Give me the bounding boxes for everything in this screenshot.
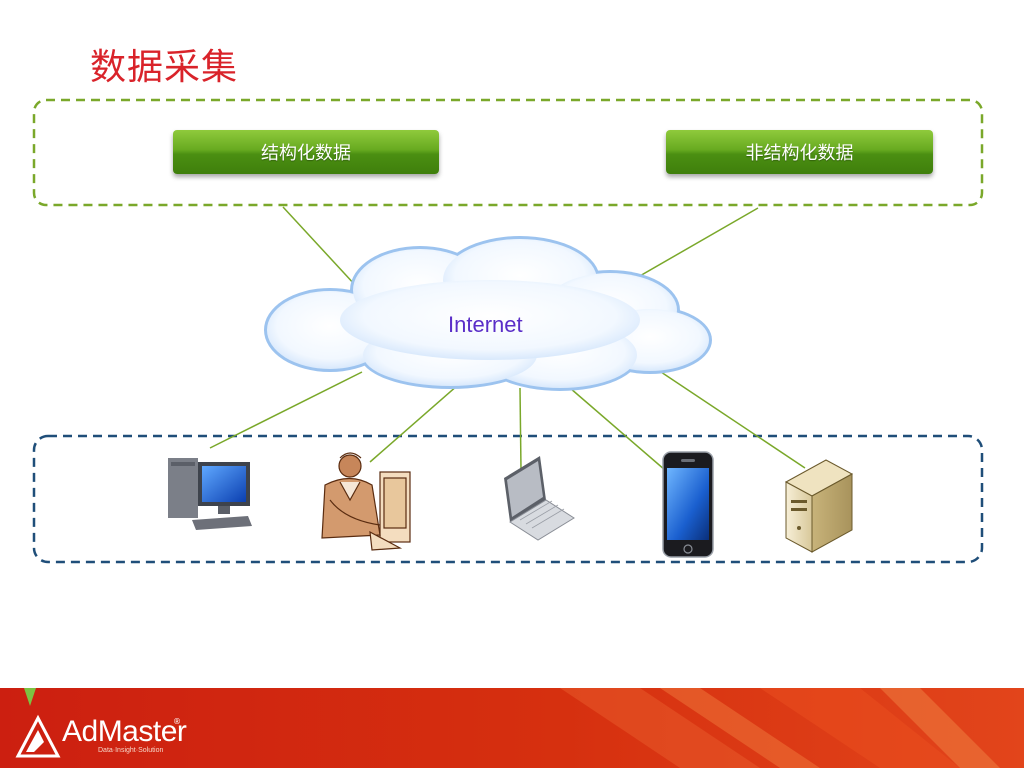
connector-structured <box>282 206 357 287</box>
footer-stripes <box>560 688 1000 768</box>
server-icon <box>784 459 854 553</box>
structured-data-button[interactable]: 结构化数据 <box>173 130 439 174</box>
devices-box <box>32 434 984 564</box>
desktop-computer-icon <box>168 458 252 530</box>
laptop-icon <box>504 456 575 541</box>
office-worker-icon <box>321 452 411 551</box>
smartphone-icon <box>662 451 714 558</box>
data-sources-box <box>32 98 984 207</box>
connector-server <box>651 365 806 469</box>
internet-label: Internet <box>448 312 523 337</box>
registered-mark: ® <box>173 717 181 726</box>
admaster-logo-icon <box>15 688 61 758</box>
slide-title: 数据采集 <box>90 47 239 88</box>
connector-worker <box>369 377 467 463</box>
cloud-icon <box>264 236 712 391</box>
unstructured-data-button[interactable]: 非结构化数据 <box>666 130 933 174</box>
brand-tagline: Data·Insight·Solution <box>98 747 164 754</box>
connector-desktop <box>209 371 363 449</box>
connector-laptop <box>519 387 522 471</box>
connector-phone <box>569 387 666 471</box>
brand-name: AdMaster <box>62 715 187 748</box>
footer-bar <box>0 688 1024 768</box>
